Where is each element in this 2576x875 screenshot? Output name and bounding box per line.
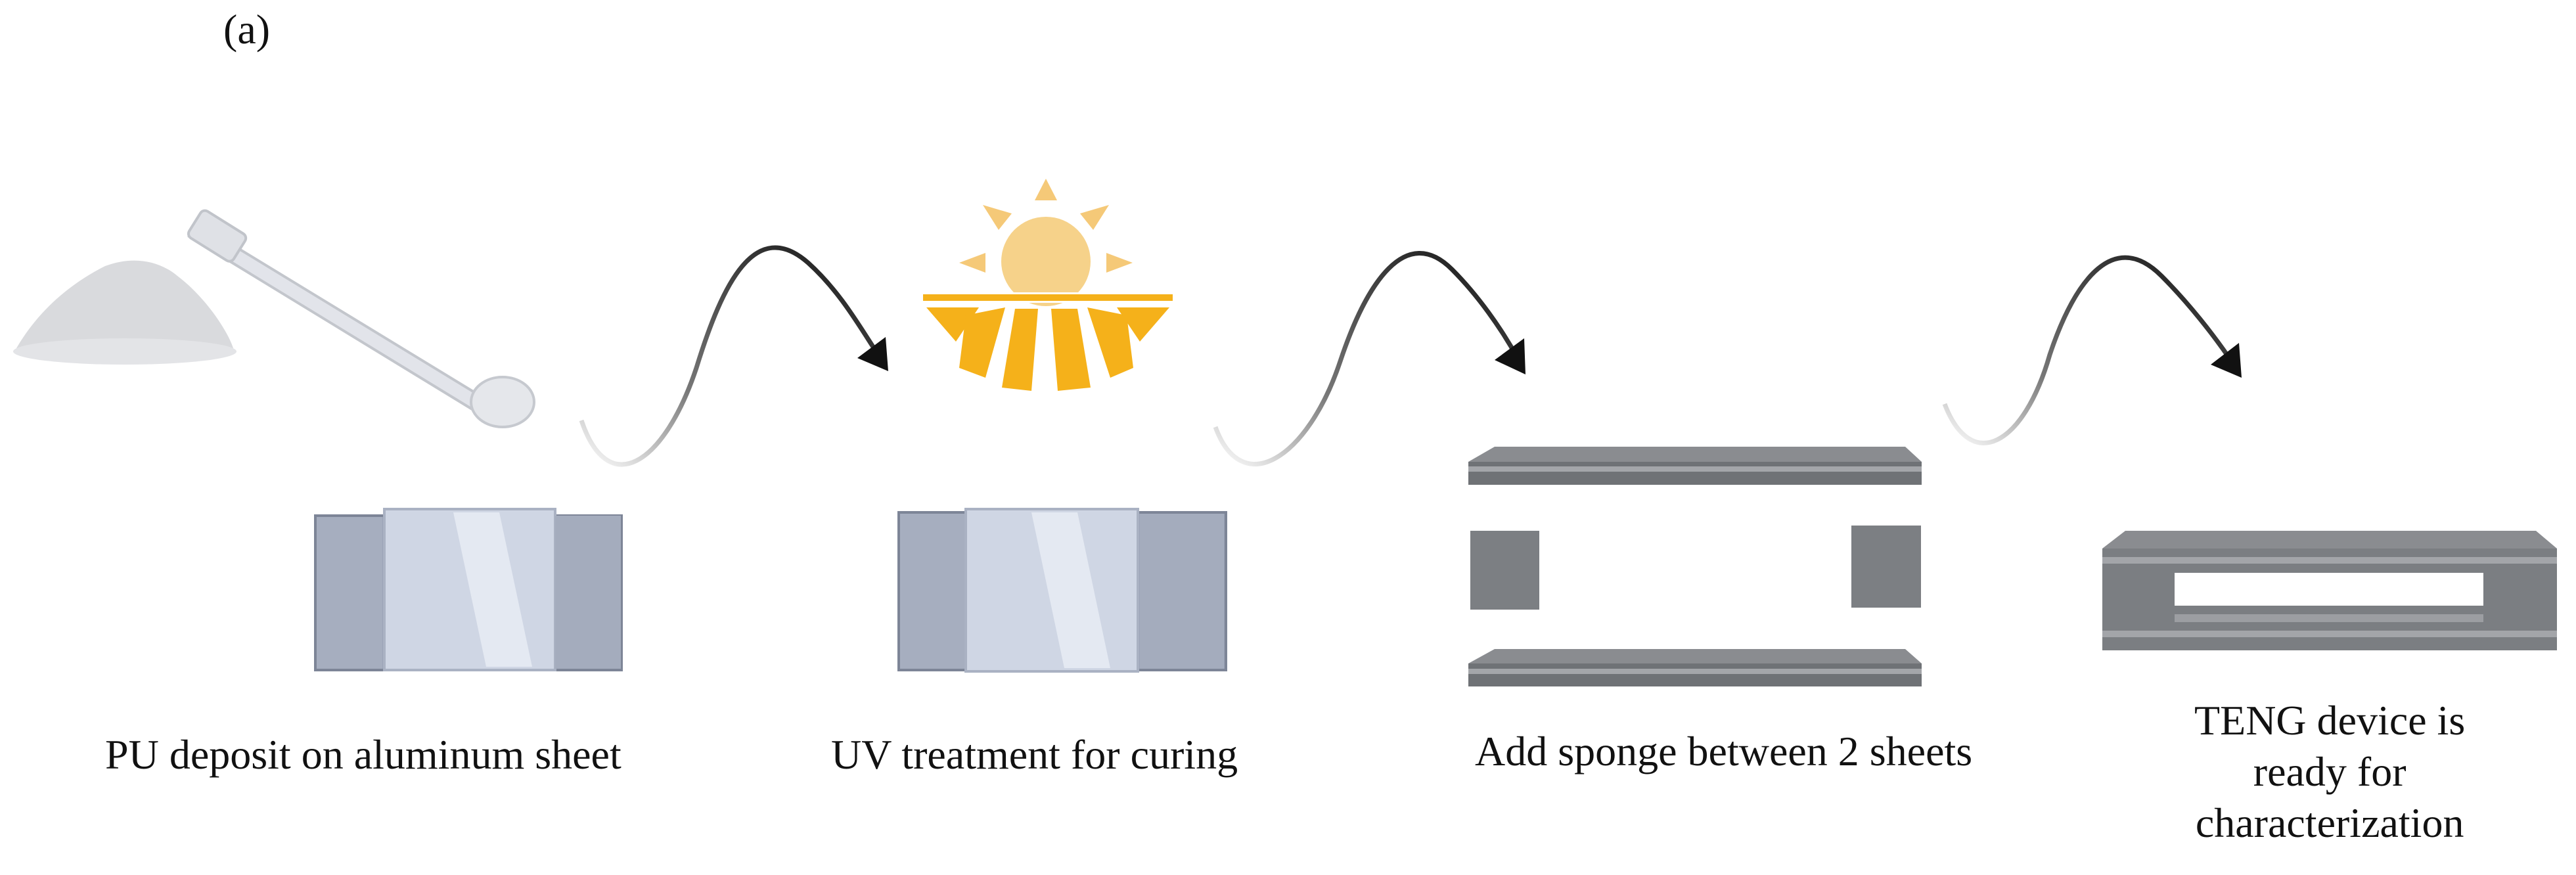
sponge-left-icon bbox=[1470, 531, 1539, 610]
aluminum-sheet-1-icon bbox=[314, 508, 623, 671]
powder-pile-icon bbox=[13, 260, 237, 365]
arrow-2-head-icon bbox=[1495, 338, 1525, 374]
arrow-1-head-icon bbox=[857, 337, 888, 371]
step-2-caption: UV treatment for curing bbox=[831, 731, 1238, 778]
sponge-right-icon bbox=[1851, 526, 1921, 608]
step-4-caption-line-1: TENG device is bbox=[2194, 697, 2466, 744]
arrow-2-icon bbox=[1213, 251, 1520, 466]
arrow-3-icon bbox=[1942, 255, 2236, 445]
step-1-caption: PU deposit on aluminum sheet bbox=[105, 731, 621, 778]
top-sheet-icon bbox=[1468, 447, 1922, 485]
arrow-1-icon bbox=[579, 245, 882, 467]
spatula-icon bbox=[187, 209, 535, 428]
step-4-caption-line-3: characterization bbox=[2195, 799, 2464, 847]
uv-sun-icon bbox=[923, 179, 1173, 391]
arrow-3-head-icon bbox=[2211, 343, 2242, 378]
bottom-sheet-icon bbox=[1468, 649, 1922, 686]
step-4-caption: TENG device is ready for characterizatio… bbox=[2194, 695, 2465, 849]
teng-device-icon bbox=[2102, 531, 2557, 650]
step-4-caption-line-2: ready for bbox=[2253, 748, 2407, 796]
panel-label: (a) bbox=[223, 6, 271, 53]
aluminum-sheet-2-icon bbox=[897, 508, 1227, 673]
step-3-caption: Add sponge between 2 sheets bbox=[1475, 728, 1973, 774]
